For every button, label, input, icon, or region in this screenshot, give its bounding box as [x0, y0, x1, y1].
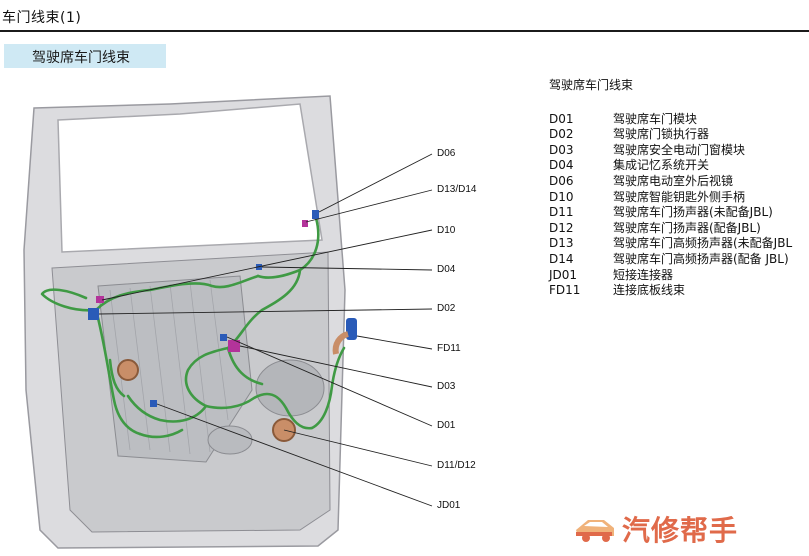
legend-row: D12 驾驶席车门扬声器(配备JBL) — [549, 221, 809, 237]
car-logo-icon — [576, 520, 614, 542]
legend-desc: 驾驶席车门高频扬声器(配备 JBL) — [613, 251, 789, 266]
callout-d01: D01 — [437, 420, 456, 431]
legend-row: D13 驾驶席车门高频扬声器(未配备JBL — [549, 236, 809, 252]
section-label-box: 驾驶席车门线束 — [4, 44, 166, 68]
legend-code: D14 — [549, 251, 574, 266]
legend-title: 驾驶席车门线束 — [549, 78, 634, 92]
legend-code: D13 — [549, 236, 574, 251]
legend-desc: 驾驶席车门高频扬声器(未配备JBL — [613, 236, 793, 251]
legend-row: FD11 连接底板线束 — [549, 283, 809, 299]
lower-bump — [207, 425, 253, 455]
callout-d02: D02 — [437, 303, 456, 314]
legend-code: D01 — [549, 111, 574, 126]
legend-row: D02 驾驶席门锁执行器 — [549, 127, 809, 143]
connector-jd01 — [150, 400, 157, 407]
speaker-upper — [117, 359, 139, 381]
callout-d13-d14: D13/D14 — [437, 184, 477, 195]
page-header: 车门线束(1) — [0, 0, 809, 32]
callout-d03: D03 — [437, 381, 456, 392]
legend-row: JD01 短接连接器 — [549, 268, 809, 284]
legend-desc: 驾驶席车门扬声器(未配备JBL) — [613, 205, 773, 220]
legend-row: D06 驾驶席电动室外后视镜 — [549, 174, 809, 190]
page-title: 车门线束(1) — [2, 10, 82, 26]
door-harness-diagram — [23, 95, 433, 549]
connector-d13-d14 — [302, 220, 308, 227]
callout-d06: D06 — [437, 148, 456, 159]
connector-d02 — [88, 308, 99, 320]
legend-code: D12 — [549, 220, 574, 235]
callout-d10: D10 — [437, 225, 456, 236]
watermark-text: 汽修帮手 — [622, 514, 739, 547]
legend-desc: 驾驶席智能钥匙外侧手柄 — [613, 189, 746, 204]
callout-d11-d12: D11/D12 — [437, 460, 476, 471]
legend-desc: 连接底板线束 — [613, 283, 686, 298]
connector-d03 — [228, 340, 240, 352]
legend-code: D02 — [549, 127, 574, 142]
legend-code: D06 — [549, 173, 574, 188]
legend-code: D04 — [549, 158, 574, 173]
callout-jd01: JD01 — [437, 500, 461, 511]
section-label: 驾驶席车门线束 — [32, 50, 130, 66]
legend-desc: 驾驶席车门扬声器(配备JBL) — [613, 220, 761, 235]
legend-row: D11 驾驶席车门扬声器(未配备JBL) — [549, 205, 809, 221]
legend-code: JD01 — [549, 267, 578, 282]
legend-code: FD11 — [549, 283, 581, 298]
connector-d06 — [312, 210, 319, 219]
callout-fd11: FD11 — [437, 343, 461, 354]
legend-code: D03 — [549, 142, 574, 157]
legend-desc: 驾驶席电动室外后视镜 — [613, 173, 734, 188]
connector-fd11 — [346, 318, 357, 340]
window-opening — [57, 103, 323, 253]
connector-d10 — [96, 296, 104, 303]
legend-desc: 驾驶席车门模块 — [613, 111, 698, 126]
legend-desc: 驾驶席门锁执行器 — [613, 127, 710, 142]
speaker-housing — [255, 359, 325, 417]
legend-desc: 短接连接器 — [613, 267, 674, 282]
legend-desc: 驾驶席安全电动门窗模块 — [613, 142, 746, 157]
legend-row: D04 集成记忆系统开关 — [549, 158, 809, 174]
callout-d04: D04 — [437, 264, 456, 275]
legend-row: D10 驾驶席智能钥匙外侧手柄 — [549, 190, 809, 206]
connector-legend: 驾驶席车门线束 D01 驾驶席车门模块 D02 驾驶席门锁执行器 D03 驾驶席安全电… — [549, 78, 809, 299]
legend-row: D03 驾驶席安全电动门窗模块 — [549, 143, 809, 159]
connector-d01 — [220, 334, 227, 341]
watermark: 汽修帮手 — [574, 510, 738, 548]
legend-code: D10 — [549, 189, 574, 204]
legend-code: D11 — [549, 205, 574, 220]
fd11-grommet — [332, 331, 349, 355]
legend-row: D01 驾驶席车门模块 — [549, 112, 809, 128]
legend-row: D14 驾驶席车门高频扬声器(配备 JBL) — [549, 252, 809, 268]
harness-lines — [40, 216, 346, 439]
legend-desc: 集成记忆系统开关 — [613, 158, 710, 173]
